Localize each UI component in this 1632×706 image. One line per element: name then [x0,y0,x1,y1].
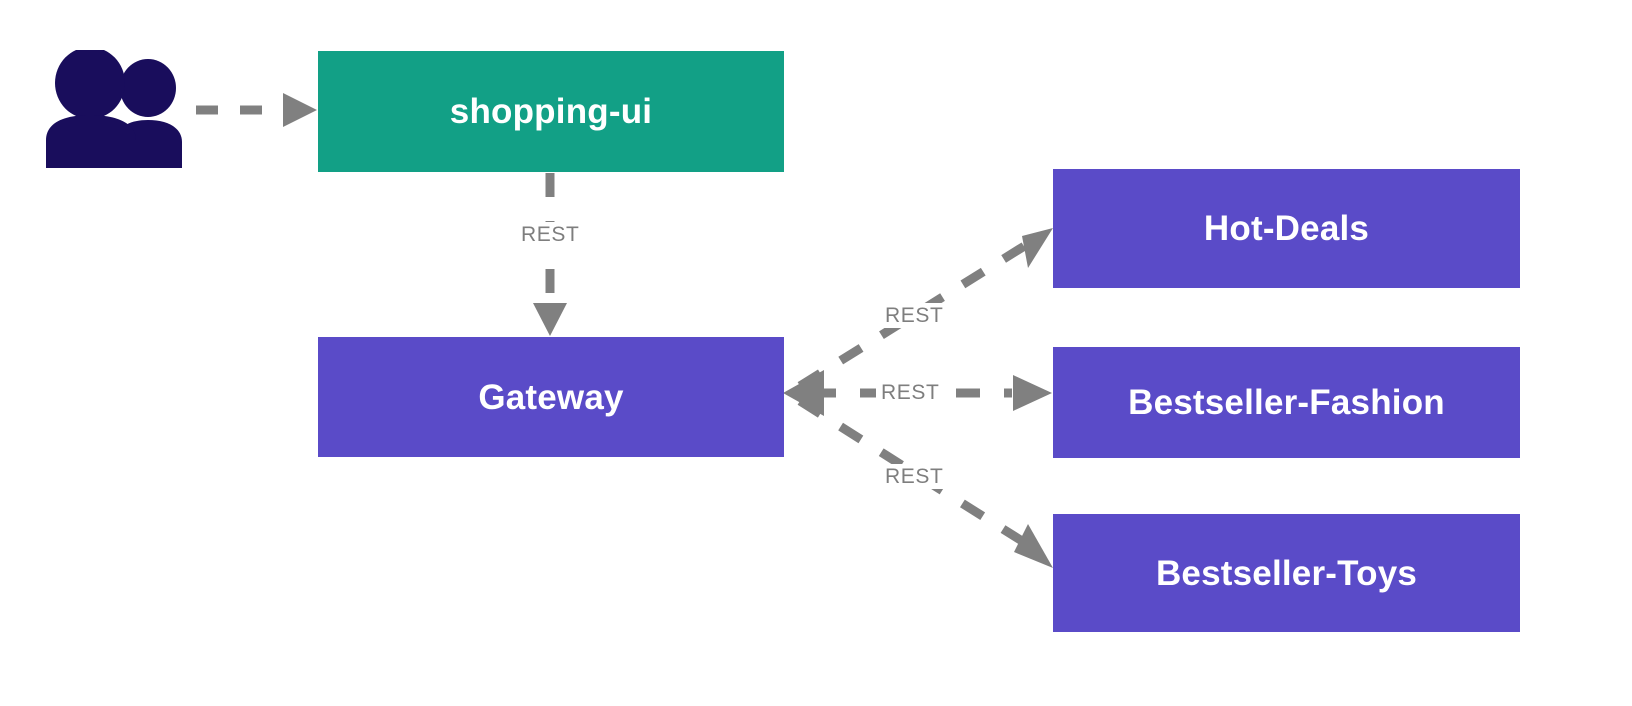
node-gateway-label: Gateway [478,377,624,417]
users-icon [46,47,182,168]
edge-label-rest-shopping-ui-gateway: REST [516,222,585,248]
users-actor[interactable] [38,47,202,170]
node-shopping-ui[interactable]: shopping-ui [318,51,784,172]
edge-label-rest-bestseller-toys: REST [880,464,949,490]
edge-label-rest-bestseller-fashion: REST [876,380,945,406]
node-bestseller-toys-label: Bestseller-Toys [1155,553,1418,593]
edge-label-rest-hot-deals: REST [880,303,949,329]
node-gateway[interactable]: Gateway [318,337,784,457]
edge-users-to-shopping-ui [196,93,317,127]
node-bestseller-fashion-label: Bestseller-Fashion [1128,383,1445,422]
node-shopping-ui-label: shopping-ui [449,92,653,131]
node-hot-deals[interactable]: Hot-Deals [1053,169,1520,288]
node-hot-deals-label: Hot-Deals [1203,209,1370,248]
edge-shopping-ui-to-gateway [533,173,567,336]
arrowhead-into-gateway [783,370,824,416]
node-bestseller-fashion[interactable]: Bestseller-Fashion [1053,347,1520,458]
node-bestseller-toys[interactable]: Bestseller-Toys [1053,514,1520,632]
